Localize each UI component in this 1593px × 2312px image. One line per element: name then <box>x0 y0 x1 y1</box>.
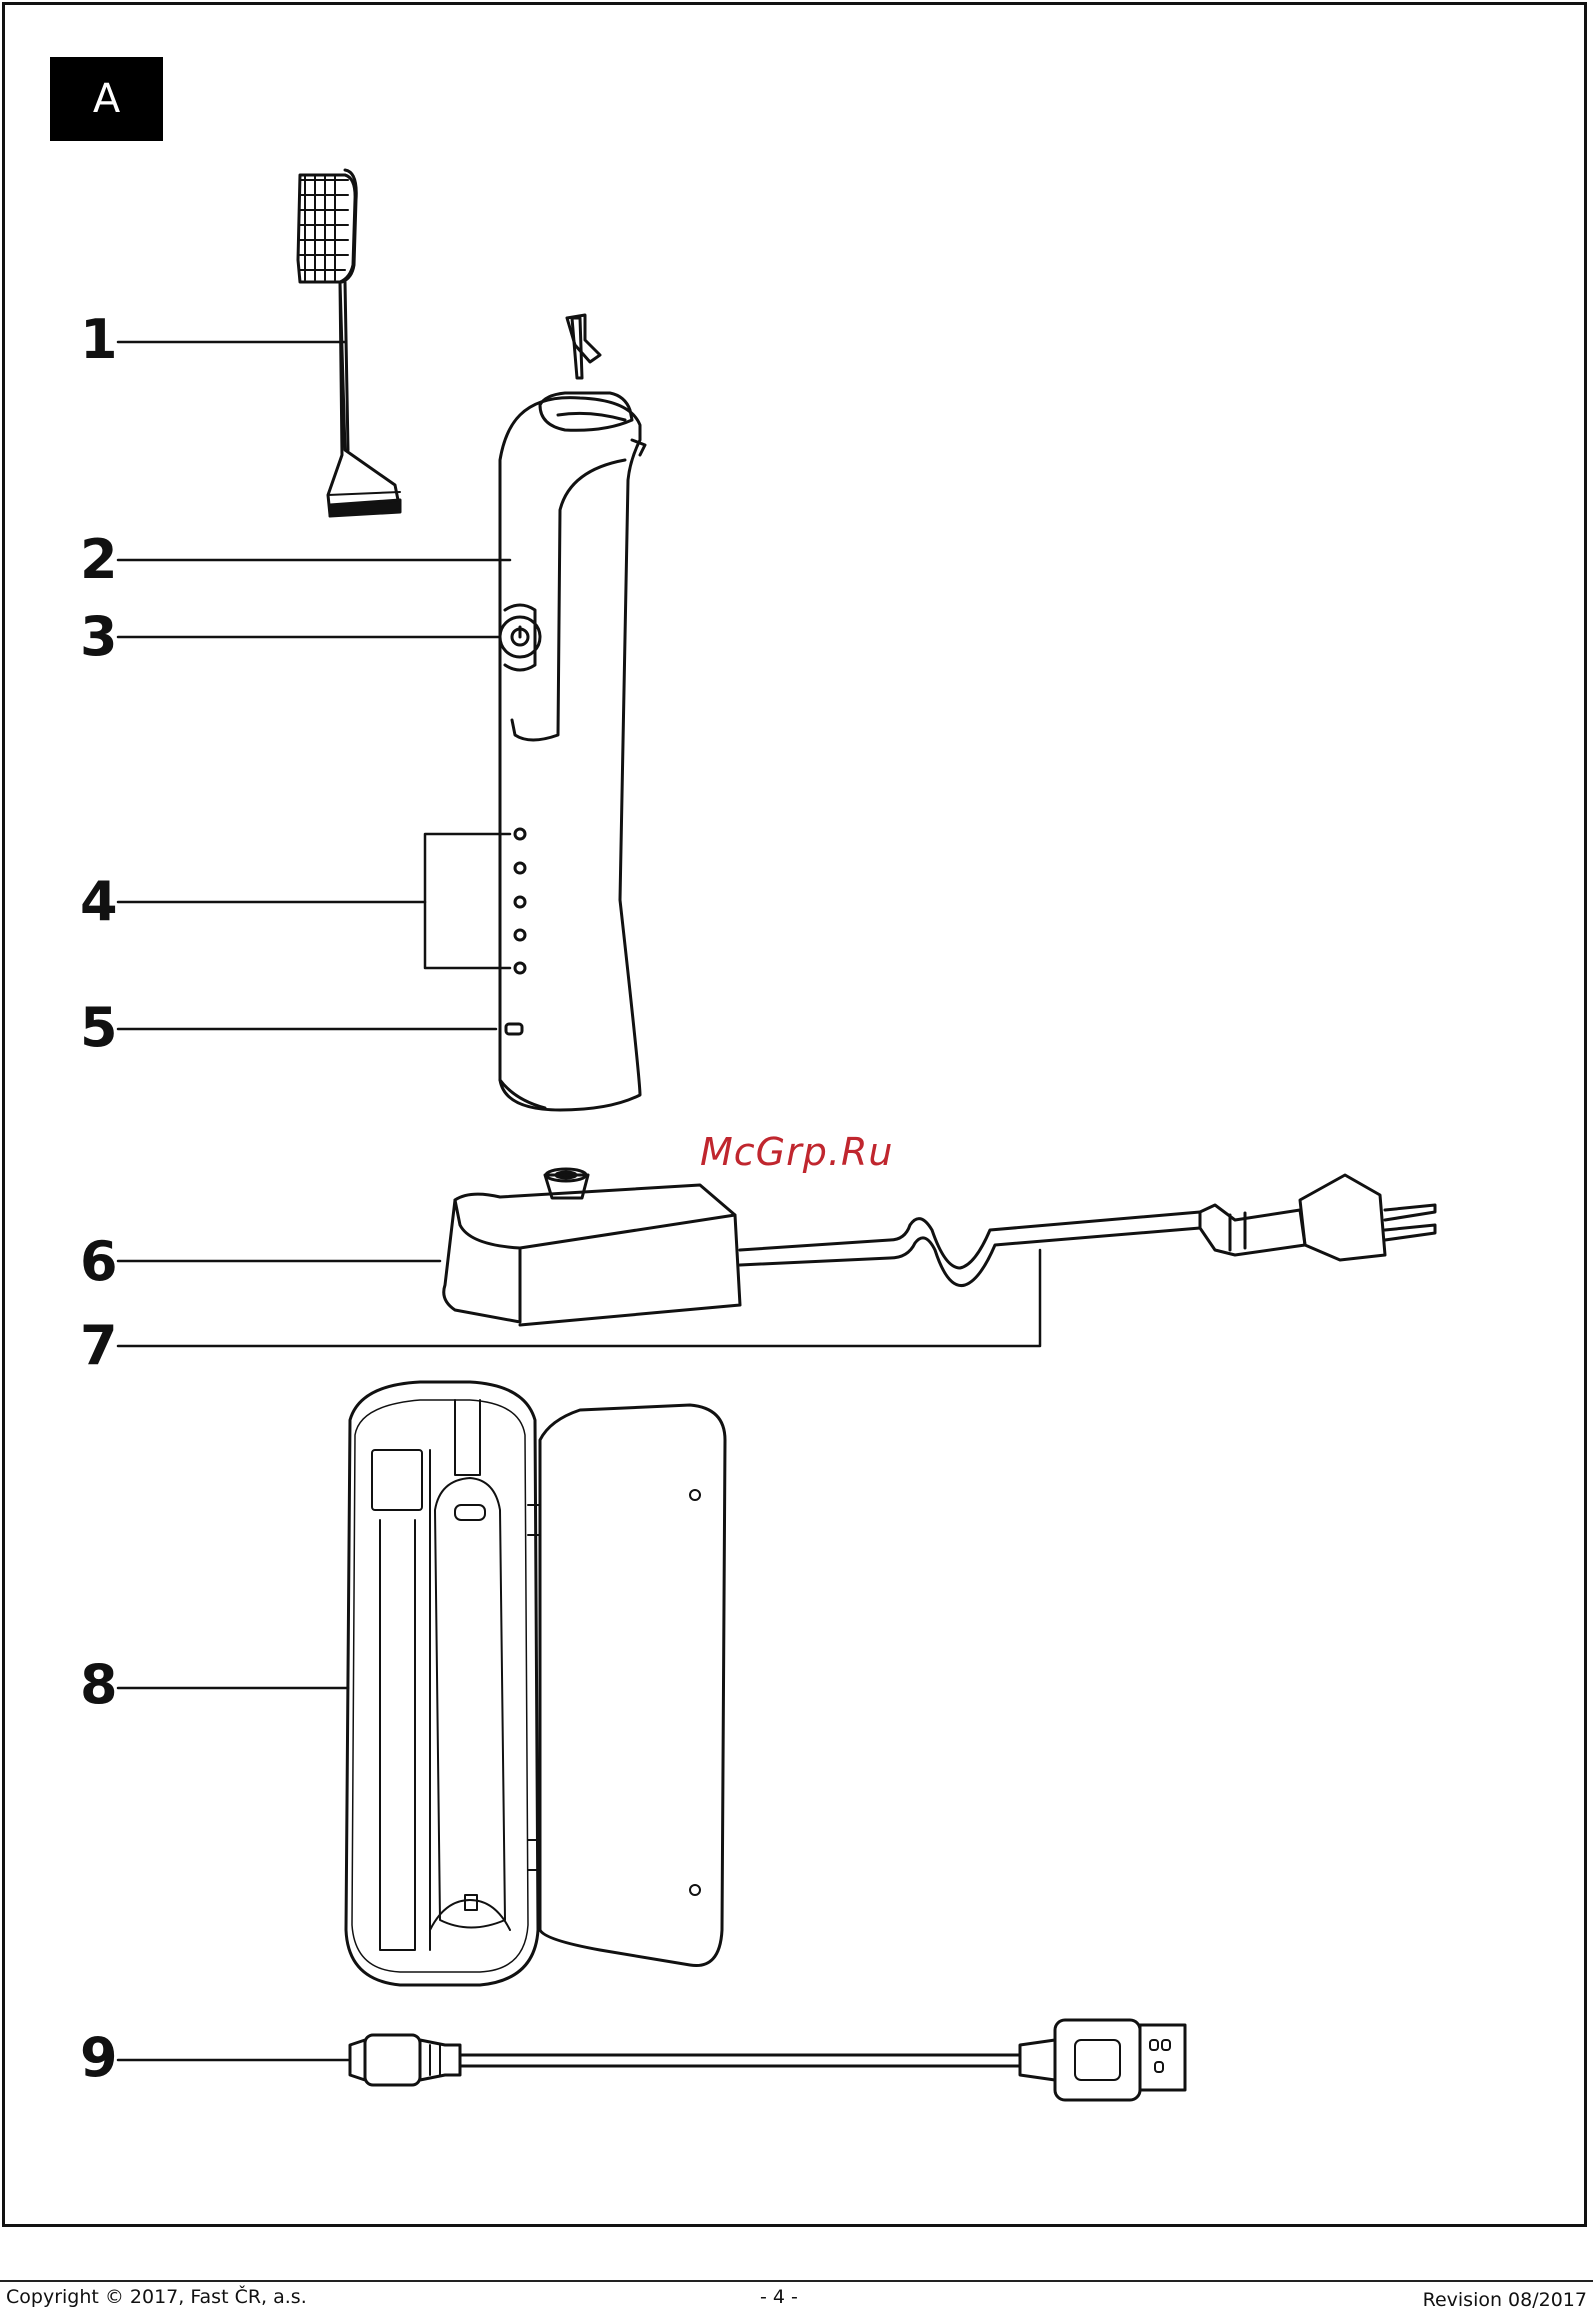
footer-copyright: Copyright © 2017, Fast ČR, a.s. <box>6 2286 307 2308</box>
footer-page-number: - 4 - <box>760 2286 798 2308</box>
footer-revision: Revision 08/2017 <box>1423 2289 1587 2311</box>
footer-rule <box>0 2280 1593 2282</box>
travel-case-drawing <box>346 1382 725 1985</box>
usb-cable-drawing <box>350 2020 1185 2100</box>
leader-lines <box>118 342 1040 2060</box>
watermark: McGrp.Ru <box>700 1130 893 1174</box>
charging-base-drawing <box>444 1169 1435 1325</box>
handle-drawing <box>500 315 645 1110</box>
